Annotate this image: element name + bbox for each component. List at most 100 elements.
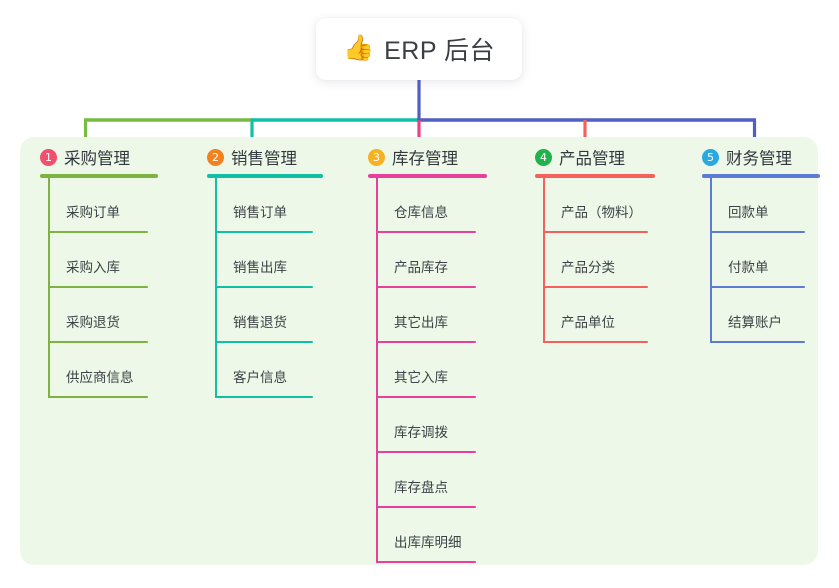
branch-title: 产品管理 xyxy=(559,150,625,168)
branch-spine xyxy=(215,178,217,398)
branch-item-rule xyxy=(215,231,313,233)
branch-column-1: 1 采购管理采购订单采购入库采购退货供应商信息 xyxy=(30,140,158,398)
branch-title: 财务管理 xyxy=(726,150,792,168)
branch-item-label: 采购退货 xyxy=(66,315,120,330)
branch-item[interactable]: 采购订单 xyxy=(30,178,148,233)
branch-item-label: 其它入库 xyxy=(394,370,448,385)
branch-item-rule xyxy=(376,286,476,288)
branch-item[interactable]: 回款单 xyxy=(692,178,805,233)
branch-item-rule xyxy=(48,341,148,343)
branch-item[interactable]: 库存调拨 xyxy=(358,398,476,453)
branch-item-rule xyxy=(710,341,805,343)
branch-header-rule xyxy=(40,174,158,178)
branch-header-rule xyxy=(207,174,323,178)
branch-column-4: 4 产品管理产品（物料） 产品分类产品单位 xyxy=(525,140,655,343)
branch-header-rule xyxy=(368,174,487,178)
branches-panel xyxy=(20,137,818,565)
branch-item-label: 产品单位 xyxy=(561,315,615,330)
branch-index-badge: 1 xyxy=(40,148,57,166)
branch-item-label: 采购订单 xyxy=(66,205,120,220)
branch-item-label: 仓库信息 xyxy=(394,205,448,220)
branch-items: 回款单付款单结算账户 xyxy=(692,178,805,343)
branch-item[interactable]: 其它出库 xyxy=(358,288,476,343)
branch-item[interactable]: 产品库存 xyxy=(358,233,476,288)
branch-index-badge: 3 xyxy=(368,148,385,166)
branch-item[interactable]: 其它入库 xyxy=(358,343,476,398)
branch-item-label: 供应商信息 xyxy=(66,370,134,385)
branch-item-label: 回款单 xyxy=(728,205,769,220)
branch-column-3: 3 库存管理仓库信息产品库存其它出库其它入库库存调拨库存盘点出库库明细 xyxy=(358,140,487,563)
branch-item[interactable]: 销售出库 xyxy=(197,233,313,288)
branch-header-4[interactable]: 4 产品管理 xyxy=(525,140,625,174)
branch-title: 采购管理 xyxy=(64,150,130,168)
branch-item-label: 其它出库 xyxy=(394,315,448,330)
branch-item[interactable]: 出库库明细 xyxy=(358,508,476,563)
root-node-card[interactable]: 👍 ERP 后台 xyxy=(316,18,522,80)
branch-column-2: 2 销售管理销售订单销售出库销售退货客户信息 xyxy=(197,140,323,398)
branch-item-label: 采购入库 xyxy=(66,260,120,275)
branch-items: 采购订单采购入库采购退货供应商信息 xyxy=(30,178,148,398)
branch-title: 库存管理 xyxy=(392,150,458,168)
branch-items: 仓库信息产品库存其它出库其它入库库存调拨库存盘点出库库明细 xyxy=(358,178,476,563)
branch-spine xyxy=(376,178,378,563)
branch-header-2[interactable]: 2 销售管理 xyxy=(197,140,297,174)
branch-title: 销售管理 xyxy=(231,150,297,168)
branch-item[interactable]: 仓库信息 xyxy=(358,178,476,233)
branch-item-rule xyxy=(543,231,648,233)
branch-item-rule xyxy=(376,506,476,508)
branch-item-rule xyxy=(376,396,476,398)
branch-item[interactable]: 产品单位 xyxy=(525,288,648,343)
branch-item-label: 产品库存 xyxy=(394,260,448,275)
branch-item-label: 出库库明细 xyxy=(394,535,462,550)
branch-item-rule xyxy=(710,231,805,233)
branch-item-label: 客户信息 xyxy=(233,370,287,385)
root-node-title: ERP 后台 xyxy=(384,37,496,65)
branch-item-rule xyxy=(48,286,148,288)
branch-index-badge: 5 xyxy=(702,148,719,166)
branch-item-label: 销售出库 xyxy=(233,260,287,275)
branch-item-rule xyxy=(376,341,476,343)
branch-items: 销售订单销售出库销售退货客户信息 xyxy=(197,178,313,398)
branch-item[interactable]: 销售订单 xyxy=(197,178,313,233)
branch-spine xyxy=(543,178,545,343)
branch-item-rule xyxy=(710,286,805,288)
branch-header-5[interactable]: 5 财务管理 xyxy=(692,140,792,174)
branch-item[interactable]: 付款单 xyxy=(692,233,805,288)
branch-items: 产品（物料） 产品分类产品单位 xyxy=(525,178,648,343)
branch-item-rule xyxy=(48,396,148,398)
branch-item-rule xyxy=(376,231,476,233)
branch-item-rule xyxy=(48,231,148,233)
branch-header-rule xyxy=(702,174,820,178)
branch-index-badge: 2 xyxy=(207,148,224,166)
branch-spine xyxy=(48,178,50,398)
branch-item-label: 库存调拨 xyxy=(394,425,448,440)
branch-item[interactable]: 采购退货 xyxy=(30,288,148,343)
branch-item-rule xyxy=(215,286,313,288)
branch-item-label: 库存盘点 xyxy=(394,480,448,495)
branch-item[interactable]: 供应商信息 xyxy=(30,343,148,398)
branch-item-rule xyxy=(376,451,476,453)
branch-item-rule xyxy=(543,286,648,288)
branch-column-5: 5 财务管理回款单付款单结算账户 xyxy=(692,140,820,343)
branch-item-label: 付款单 xyxy=(728,260,769,275)
branch-header-3[interactable]: 3 库存管理 xyxy=(358,140,458,174)
branch-item-label: 产品（物料） xyxy=(561,205,642,220)
branch-item[interactable]: 产品（物料） xyxy=(525,178,648,233)
branch-item[interactable]: 库存盘点 xyxy=(358,453,476,508)
branch-item[interactable]: 结算账户 xyxy=(692,288,805,343)
branch-item[interactable]: 产品分类 xyxy=(525,233,648,288)
thumbs-up-icon: 👍 xyxy=(342,33,375,62)
branch-item[interactable]: 采购入库 xyxy=(30,233,148,288)
branch-header-1[interactable]: 1 采购管理 xyxy=(30,140,130,174)
branch-item[interactable]: 客户信息 xyxy=(197,343,313,398)
branch-header-rule xyxy=(535,174,655,178)
branch-item-rule xyxy=(376,561,476,563)
branch-item-label: 结算账户 xyxy=(728,315,782,330)
branch-item-label: 销售订单 xyxy=(233,205,287,220)
branch-item[interactable]: 销售退货 xyxy=(197,288,313,343)
branch-item-rule xyxy=(215,341,313,343)
branch-item-rule xyxy=(543,341,648,343)
branch-index-badge: 4 xyxy=(535,148,552,166)
branch-item-label: 销售退货 xyxy=(233,315,287,330)
